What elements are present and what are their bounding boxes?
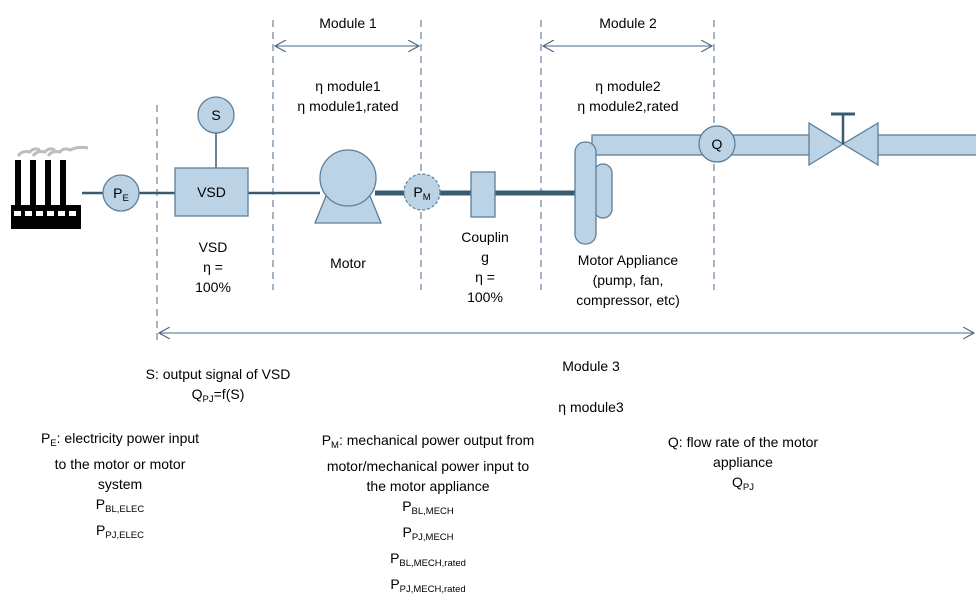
factory-icon <box>11 145 89 229</box>
valve-icon <box>808 112 879 167</box>
module2-title: Module 2 <box>599 15 657 31</box>
motor-appliance-icon <box>574 141 613 245</box>
pm-note-project: PPJ,MECH <box>402 524 454 543</box>
pe-note-line3: system <box>97 476 143 492</box>
module2-efficiency: η module2 <box>595 78 661 94</box>
appliance-caption-line1: Motor Appliance <box>577 252 679 268</box>
q-note-value: QPJ <box>732 474 754 493</box>
q-note: Q: flow rate of the motor appliance QPJ <box>628 432 858 498</box>
pe-note-baseline: PBL,ELEC <box>95 496 145 515</box>
s-note: S: output signal of VSD QPJ=f(S) <box>118 364 318 410</box>
pm-note-line3: the motor appliance <box>366 478 490 494</box>
s-node-circle <box>197 96 235 134</box>
vsd-box-label: VSD <box>197 184 226 200</box>
q-node-label: Q <box>711 136 723 152</box>
appliance-caption-line2: (pump, fan, <box>592 272 664 288</box>
module3-title: Module 3 <box>562 358 620 374</box>
s-node-label: S <box>211 107 221 123</box>
coupling-caption-value: 100% <box>467 289 503 305</box>
pm-node-circle <box>403 173 441 211</box>
module1-efficiency: η module1 <box>315 78 381 94</box>
pe-note-line1: PE: electricity power input <box>40 430 200 449</box>
pe-note-project: PPJ,ELEC <box>96 522 144 541</box>
module2-efficiency-rated: η module2,rated <box>577 98 679 114</box>
s-note-formula: QPJ=f(S) <box>191 386 245 405</box>
pe-note: PE: electricity power input to the motor… <box>10 428 230 546</box>
vsd-caption-eta: η = <box>203 259 223 275</box>
module3-efficiency: η module3 <box>558 399 624 415</box>
q-node-circle <box>698 125 736 163</box>
q-note-line2: appliance <box>713 454 773 470</box>
pe-note-line2: to the motor or motor <box>54 456 186 472</box>
appliance-caption-line3: compressor, etc) <box>576 292 680 308</box>
coupling-caption-line1: Couplin <box>461 229 509 245</box>
coupling-caption-eta: η = <box>475 269 495 285</box>
module1-efficiency-rated: η module1,rated <box>297 98 399 114</box>
motor-system-diagram <box>11 20 976 345</box>
motor-icon <box>314 149 382 224</box>
pe-node-label: PE <box>113 185 129 204</box>
pm-note-project-rated: PPJ,MECH,rated <box>390 576 466 595</box>
pipe <box>591 134 976 156</box>
coupling-block <box>470 171 496 218</box>
coupling-caption: Couplin g η = 100% <box>440 227 530 307</box>
s-note-line1: S: output signal of VSD <box>145 366 291 382</box>
vsd-caption-value: 100% <box>195 279 231 295</box>
q-note-line1: Q: flow rate of the motor <box>667 434 819 450</box>
appliance-caption: Motor Appliance (pump, fan, compressor, … <box>548 250 708 310</box>
vsd-box-shape <box>174 167 249 217</box>
module1-title: Module 1 <box>319 15 377 31</box>
pm-note-baseline-rated: PBL,MECH,rated <box>390 550 466 569</box>
vsd-caption: VSD η = 100% <box>178 237 248 297</box>
pm-node-label: PM <box>413 184 431 203</box>
pm-note-line1: PM: mechanical power output from <box>321 432 535 451</box>
pm-note-line2: motor/mechanical power input to <box>326 458 530 474</box>
pm-note-baseline: PBL,MECH <box>402 498 454 517</box>
motor-caption: Motor <box>330 255 366 271</box>
pe-node-circle <box>102 174 140 212</box>
coupling-caption-line2: g <box>481 249 489 265</box>
vsd-caption-name: VSD <box>198 239 228 255</box>
